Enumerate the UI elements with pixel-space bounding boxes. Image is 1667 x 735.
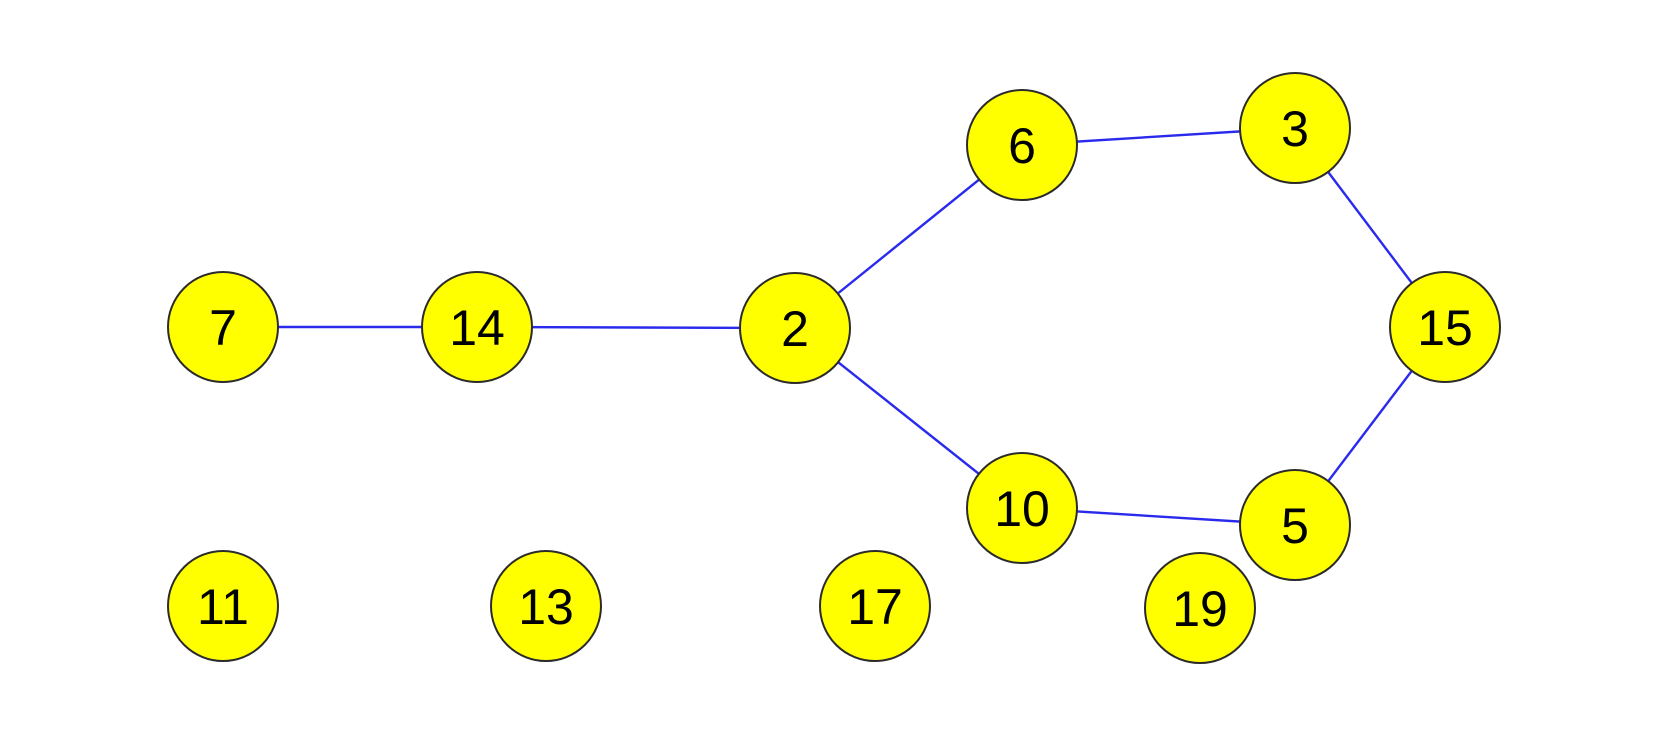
node-label-2: 2 — [781, 301, 809, 357]
node-label-3: 3 — [1281, 101, 1309, 157]
node-circle-13[interactable] — [490, 550, 602, 662]
node-label-5: 5 — [1281, 498, 1309, 554]
node-circle-3[interactable] — [1239, 72, 1351, 184]
nodes-layer: 7 14 2 6 3 15 5 10 11 13 17 19 — [167, 72, 1501, 664]
graph-node-7[interactable]: 7 — [167, 271, 279, 383]
graph-node-10[interactable]: 10 — [966, 452, 1078, 564]
node-circle-7[interactable] — [167, 271, 279, 383]
node-circle-17[interactable] — [819, 550, 931, 662]
node-circle-10[interactable] — [966, 452, 1078, 564]
graph-node-15[interactable]: 15 — [1389, 271, 1501, 383]
node-label-13: 13 — [518, 579, 574, 635]
node-circle-5[interactable] — [1239, 469, 1351, 581]
graph-node-2[interactable]: 2 — [739, 272, 851, 384]
graph-node-13[interactable]: 13 — [490, 550, 602, 662]
node-circle-2[interactable] — [739, 272, 851, 384]
graph-node-6[interactable]: 6 — [966, 89, 1078, 201]
node-circle-11[interactable] — [167, 550, 279, 662]
node-circle-6[interactable] — [966, 89, 1078, 201]
graph-node-3[interactable]: 3 — [1239, 72, 1351, 184]
graph-node-19[interactable]: 19 — [1144, 552, 1256, 664]
graph-node-17[interactable]: 17 — [819, 550, 931, 662]
node-label-11: 11 — [197, 579, 249, 635]
node-circle-14[interactable] — [421, 271, 533, 383]
node-label-6: 6 — [1008, 118, 1036, 174]
node-circle-19[interactable] — [1144, 552, 1256, 664]
node-label-7: 7 — [209, 300, 237, 356]
node-label-17: 17 — [847, 579, 903, 635]
node-label-15: 15 — [1417, 300, 1473, 356]
graph-node-5[interactable]: 5 — [1239, 469, 1351, 581]
graph-node-14[interactable]: 14 — [421, 271, 533, 383]
node-label-14: 14 — [449, 300, 505, 356]
node-circle-15[interactable] — [1389, 271, 1501, 383]
graph-node-11[interactable]: 11 — [167, 550, 279, 662]
node-label-10: 10 — [994, 481, 1050, 537]
node-label-19: 19 — [1172, 581, 1228, 637]
